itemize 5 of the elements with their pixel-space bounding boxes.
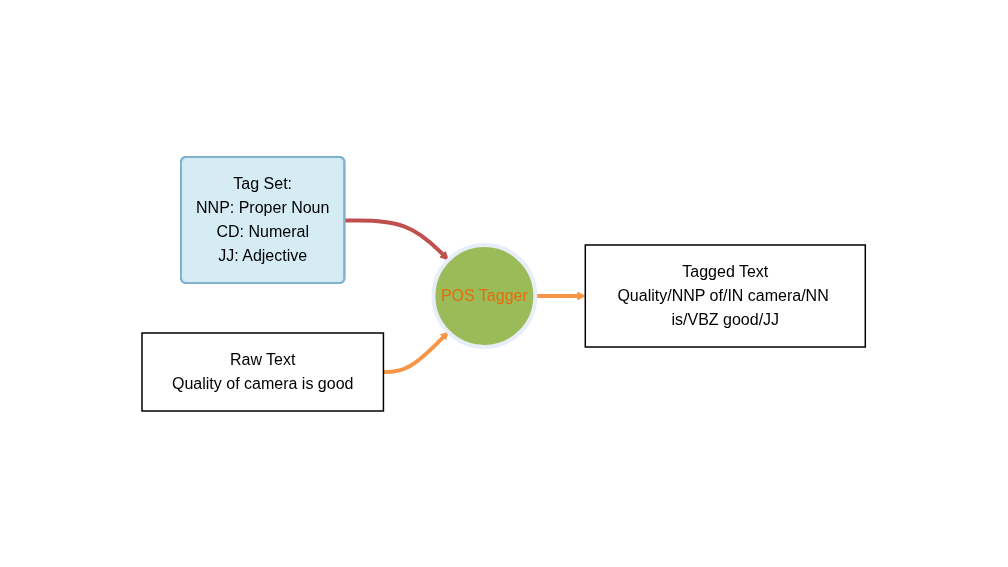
node-box: Tagged Text Quality/NNP of/IN camera/NN is/VBZ good/JJ [584, 243, 867, 348]
node-box: Raw Text Quality of camera is good [141, 331, 385, 412]
arrow [383, 331, 450, 374]
arrow [345, 217, 450, 260]
node-circle: POS Tagger [431, 242, 538, 349]
